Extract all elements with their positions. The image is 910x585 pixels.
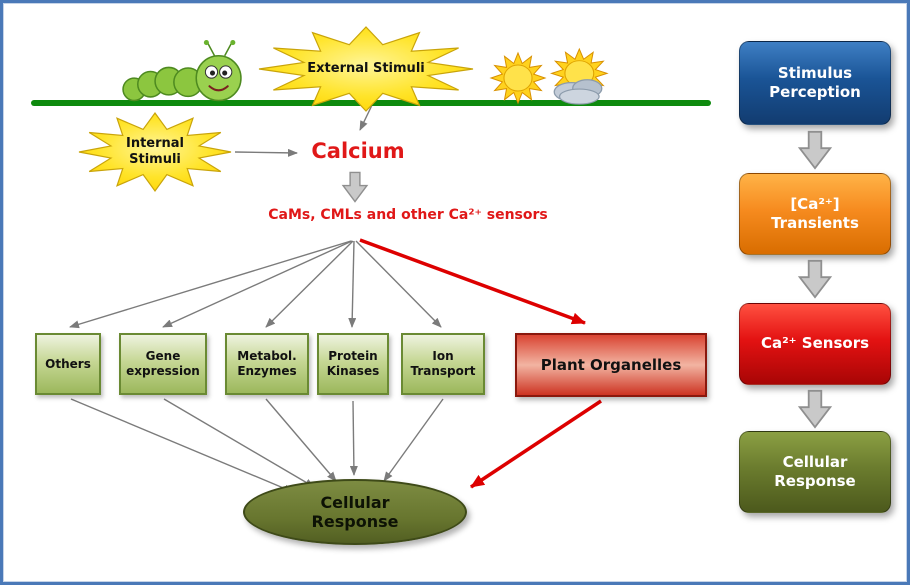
flow-step-ca-sensors: Ca²⁺ Sensors [739, 303, 891, 385]
arrow-sensors-to-metabol [265, 240, 354, 328]
sun-icon [490, 52, 546, 104]
internal-stimuli-star: Internal Stimuli [78, 112, 232, 192]
arrow-sensors-to-protein [348, 240, 357, 328]
arrow-sensors-to-ion [355, 240, 442, 328]
flow-step-cellular-response: Cellular Response [739, 431, 891, 513]
sun-cloud-icon [545, 48, 611, 107]
target-box-protein-kinases: Protein Kinases [317, 333, 389, 395]
sensors-caption: CaMs, CMLs and other Ca²⁺ sensors [268, 207, 548, 223]
block-arrow-down-icon [797, 389, 833, 429]
internal-stimuli-label: Internal Stimuli [125, 136, 185, 167]
target-box-others: Others [35, 333, 101, 395]
block-arrow-down-icon [797, 130, 833, 170]
block-arrow-down-icon [341, 171, 369, 203]
target-box-gene-expression: Gene expression [119, 333, 207, 395]
arrow-sensors-to-others [69, 240, 352, 329]
external-stimuli-star: External Stimuli [257, 25, 475, 113]
flow-step-ca-transients: [Ca²⁺] Transients [739, 173, 891, 255]
arrow-internal-to-calcium [234, 148, 298, 157]
arrow-organelles-to-response [470, 399, 602, 489]
arrow-others-to-response [70, 398, 294, 493]
plant-organelles-box: Plant Organelles [515, 333, 707, 397]
flow-step-stimulus-perception: Stimulus Perception [739, 41, 891, 125]
caterpillar-icon [121, 39, 243, 103]
arrow-protein-to-response [349, 400, 358, 476]
arrow-gene-to-response [163, 398, 315, 488]
arrow-ion-to-response [383, 398, 444, 482]
arrow-metabol-to-response [265, 398, 337, 482]
cellular-response-ellipse: Cellular Response [243, 479, 467, 545]
target-box-ion-transport: Ion Transport [401, 333, 485, 395]
arrow-sensors-to-organelles [359, 238, 586, 325]
calcium-label: Calcium [311, 139, 405, 163]
external-stimuli-label: External Stimuli [307, 61, 425, 77]
arrow-sensors-to-gene [162, 240, 353, 328]
target-box-metabolic-enzymes: Metabol. Enzymes [225, 333, 309, 395]
block-arrow-down-icon [797, 259, 833, 299]
